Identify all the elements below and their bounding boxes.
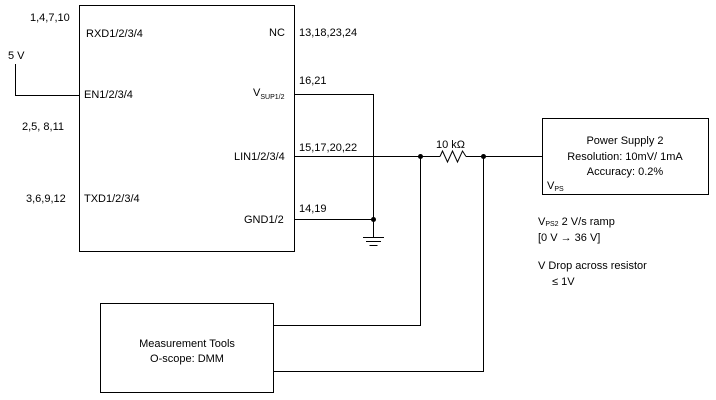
vps-label: VPS <box>547 180 564 193</box>
en-5v-wire <box>15 64 80 96</box>
vsup-pin-numbers: 16,21 <box>299 75 327 87</box>
ramp-rest: 2 V/s ramp <box>559 216 615 228</box>
power-supply-box <box>542 118 709 195</box>
txd-pin-label: TXD1/2/3/4 <box>84 193 140 205</box>
lin-pin-numbers: 15,17,20,22 <box>299 142 357 154</box>
ground-icon <box>363 237 384 246</box>
resistor-icon <box>439 149 467 164</box>
range-note: [0 V → 36 V] <box>538 232 600 244</box>
gnd-pin-label: GND1/2 <box>244 214 284 226</box>
supply-5v-label: 5 V <box>8 50 25 62</box>
rxd-pin-label: RXD1/2/3/4 <box>86 28 143 40</box>
power-supply-accuracy: Accuracy: 0.2% <box>587 166 664 178</box>
vps-main: V <box>547 180 555 192</box>
vsup-main: V <box>253 87 261 99</box>
probe-wire-lin <box>273 156 421 326</box>
measurement-title: Measurement Tools <box>139 338 235 350</box>
ramp-subscript: PS2 <box>545 221 558 228</box>
rxd-pin-numbers: 1,4,7,10 <box>30 12 70 24</box>
drop-note-line1: V Drop across resistor <box>538 260 647 272</box>
nc-pin-label: NC <box>269 27 285 39</box>
lin-pin-label: LIN1/2/3/4 <box>234 151 285 163</box>
drop-note-line2: ≤ 1V <box>552 276 575 288</box>
measurement-tools-box <box>100 303 274 393</box>
en-pin-numbers: 2,5, 8,11 <box>22 121 64 133</box>
vsup-subscript: SUP1/2 <box>260 94 284 101</box>
gnd-pin-numbers: 14,19 <box>299 203 327 215</box>
measurement-subtitle: O-scope: DMM <box>150 353 224 365</box>
ic-body <box>79 5 295 252</box>
power-supply-resolution: Resolution: 10mV/ 1mA <box>567 151 683 163</box>
power-supply-title: Power Supply 2 <box>586 135 663 147</box>
vsup-pin-label: VSUP1/2 <box>253 87 285 101</box>
nc-pin-numbers: 13,18,23,24 <box>299 27 357 39</box>
txd-pin-numbers: 3,6,9,12 <box>26 193 66 205</box>
resistor-label: 10 kΩ <box>436 139 465 151</box>
vsup-wire <box>294 94 374 220</box>
vps-subscript: PS <box>554 186 564 193</box>
en-pin-label: EN1/2/3/4 <box>84 89 133 101</box>
probe-wire-supply <box>273 156 484 372</box>
ramp-main: V <box>538 216 546 228</box>
ramp-note: VPS2 2 V/s ramp <box>538 216 615 228</box>
